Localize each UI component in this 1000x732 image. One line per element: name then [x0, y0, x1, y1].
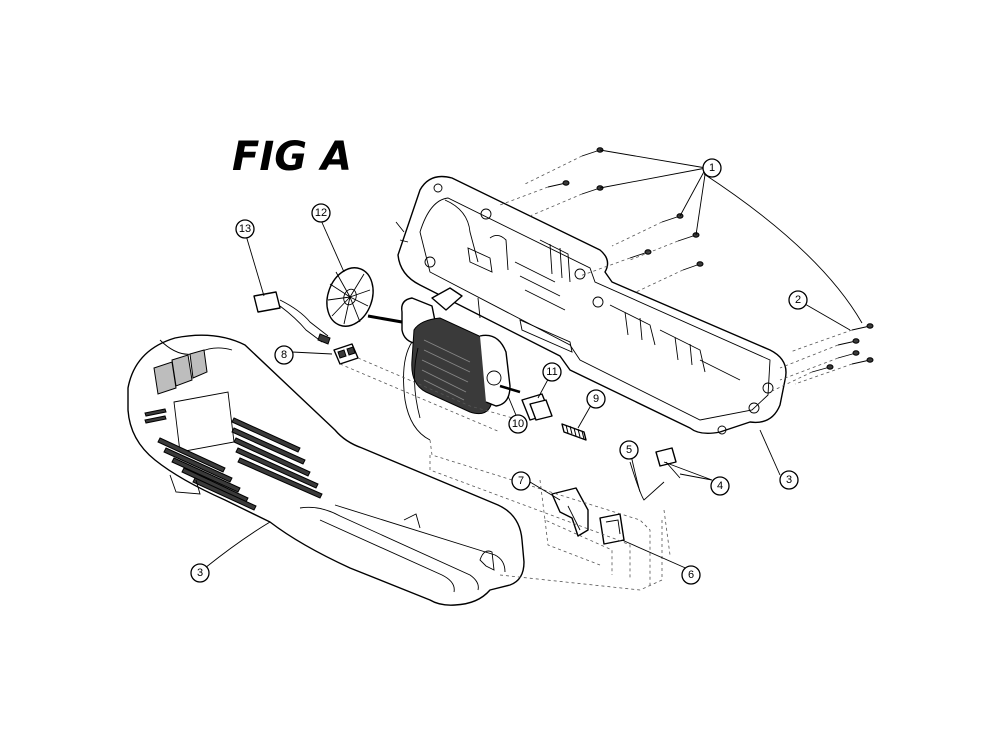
screw-1d	[661, 213, 684, 223]
callout-leaders	[204, 149, 863, 571]
housing-half-lower	[127, 334, 525, 606]
screw-1a	[581, 147, 604, 157]
svg-text:11: 11	[546, 366, 557, 378]
svg-text:3: 3	[197, 567, 203, 579]
screw-1g	[682, 261, 704, 271]
svg-text:1: 1	[709, 162, 715, 174]
callout-3-lower-housing: 3	[190, 563, 210, 583]
callout-12: 12	[311, 203, 331, 223]
screw-1c	[581, 185, 604, 195]
svg-text:9: 9	[593, 393, 599, 405]
callout-13: 13	[235, 219, 255, 239]
part-assembly-lines	[339, 357, 671, 591]
svg-text:2: 2	[795, 294, 801, 306]
power-connector	[253, 291, 331, 345]
callout-4: 4	[710, 476, 730, 496]
motor-assembly	[367, 297, 521, 441]
housing-half-upper	[395, 175, 787, 435]
figure-title: FIG A	[232, 134, 352, 180]
callout-5: 5	[619, 440, 639, 460]
svg-text:6: 6	[688, 569, 694, 581]
brush-spring	[561, 423, 587, 441]
housing-vent-slots	[144, 408, 323, 511]
callout-7: 7	[511, 471, 531, 491]
screw-1b	[547, 180, 570, 188]
svg-text:4: 4	[717, 480, 723, 492]
brush-holder	[521, 393, 553, 421]
screw-1f	[629, 249, 652, 259]
cooling-fan	[326, 267, 374, 327]
screw-2a	[851, 323, 874, 331]
screw-2d	[811, 364, 834, 373]
screw-2e	[851, 357, 874, 365]
terminal-block	[333, 343, 359, 365]
callout-8: 8	[274, 345, 294, 365]
callout-2: 2	[788, 290, 808, 310]
svg-text:7: 7	[518, 475, 524, 487]
screw-2c	[837, 350, 860, 359]
screw-assembly-lines	[499, 155, 853, 393]
svg-text:3: 3	[786, 474, 792, 486]
callout-6: 6	[681, 565, 701, 585]
callout-3-upper-housing: 3	[779, 470, 799, 490]
svg-text:8: 8	[281, 349, 287, 361]
callout-1: 1	[702, 158, 722, 178]
switch-wires	[629, 447, 681, 501]
svg-text:13: 13	[239, 223, 251, 235]
switch-bracket	[551, 487, 589, 537]
screw-2b	[837, 338, 860, 346]
svg-text:10: 10	[512, 418, 524, 430]
svg-text:12: 12	[315, 207, 327, 219]
switch-button	[599, 513, 625, 545]
svg-text:5: 5	[626, 444, 632, 456]
callout-10: 10	[508, 414, 528, 434]
callout-9: 9	[586, 389, 606, 409]
screws	[547, 147, 874, 373]
callout-11: 11	[542, 362, 562, 382]
